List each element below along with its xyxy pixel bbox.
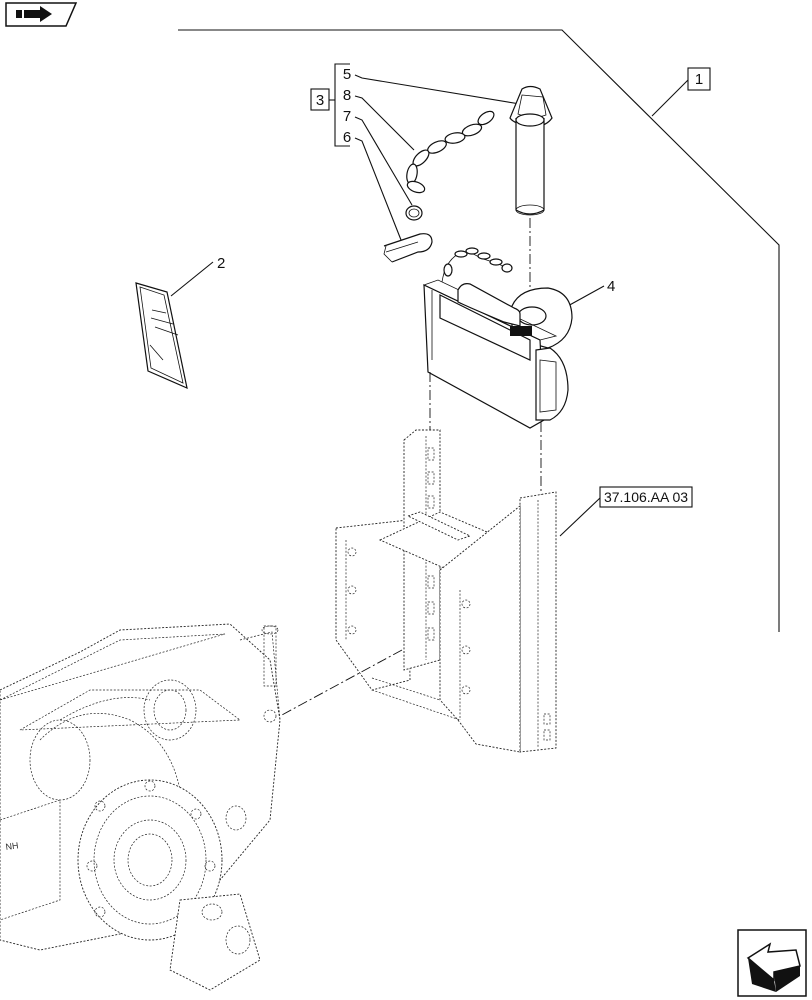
reference-callout[interactable]: 37.106.AA 03 (559, 486, 693, 537)
manual-booklet-part: 2 (135, 255, 225, 390)
callout-3-label: 3 (316, 92, 324, 109)
split-ring-part (405, 205, 423, 221)
callout-2-label: 2 (217, 255, 225, 272)
hitch-frame-reference (335, 429, 557, 753)
callout-7-label: 7 (343, 108, 351, 125)
callout-1[interactable]: 1 (651, 67, 711, 117)
next-page-arrow-icon[interactable] (737, 929, 807, 997)
callout-8-label: 8 (343, 87, 351, 104)
spring-clip-part (383, 233, 433, 263)
callout-4-label: 4 (607, 278, 615, 295)
svg-text:NH: NH (5, 840, 19, 852)
rear-housing-reference: NH (0, 623, 281, 991)
frame-outline (178, 29, 780, 632)
reference-label: 37.106.AA 03 (604, 489, 688, 505)
callout-1-label: 1 (695, 71, 703, 88)
frame-to-housing-line (279, 649, 403, 717)
chain-part (406, 110, 495, 194)
callout-5-label: 5 (343, 66, 351, 83)
hitch-pin-part (509, 85, 553, 216)
hitch-jaw-part: 4 (422, 247, 615, 429)
callout-3-group: 3 5 8 7 6 (310, 63, 521, 246)
callout-6-label: 6 (343, 129, 351, 146)
bookmark-arrow-icon[interactable] (5, 2, 78, 27)
